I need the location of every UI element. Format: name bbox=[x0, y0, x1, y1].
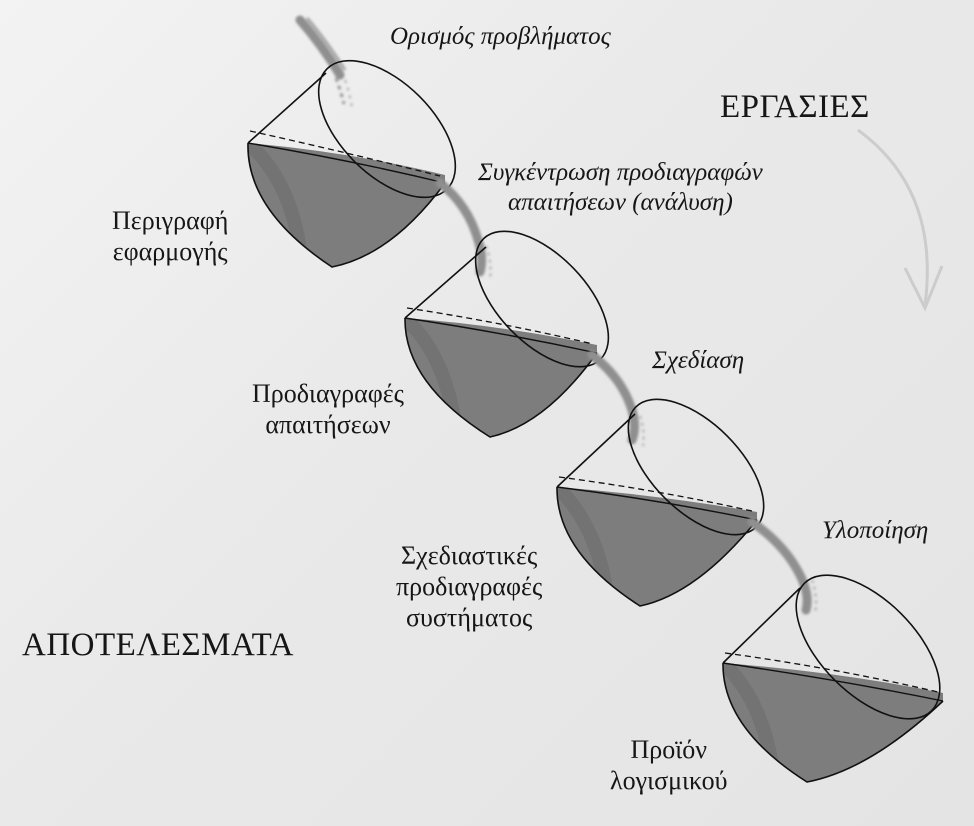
result-label-line: προδιαγραφές bbox=[396, 571, 542, 602]
result-label-line: εφαρμογής bbox=[112, 236, 228, 267]
task-label-line: απαιτήσεων (ανάλυση) bbox=[478, 188, 763, 218]
bucket-1 bbox=[248, 36, 480, 267]
task-label-line: Συγκέντρωση προδιαγραφών bbox=[478, 158, 763, 188]
task-label-design: Σχεδίαση bbox=[652, 346, 744, 376]
task-label-line: Υλοποίηση bbox=[822, 516, 928, 546]
task-label-problem-definition: Ορισμός προβλήματος bbox=[390, 22, 611, 52]
result-label-line: Προδιαγραφές bbox=[252, 378, 404, 409]
result-label-application-description: Περιγραφή εφαρμογής bbox=[112, 205, 228, 267]
result-label-line: συστήματος bbox=[396, 602, 542, 633]
result-label-requirements-specification: Προδιαγραφές απαιτήσεων bbox=[252, 378, 404, 440]
results-heading: ΑΠΟΤΕΛΕΣΜΑΤΑ bbox=[22, 626, 294, 666]
task-label-line: Ορισμός προβλήματος bbox=[390, 22, 611, 52]
stream-3 bbox=[752, 522, 816, 614]
bucket-4 bbox=[723, 550, 965, 782]
background-arrow bbox=[858, 130, 942, 308]
tasks-heading: ΕΡΓΑΣΙΕΣ bbox=[720, 88, 870, 128]
bucket-3-liquid bbox=[557, 487, 757, 606]
task-label-implementation: Υλοποίηση bbox=[822, 516, 928, 546]
task-label-line: Σχεδίαση bbox=[652, 346, 744, 376]
result-label-system-design-specification: Σχεδιαστικές προδιαγραφές συστήματος bbox=[396, 540, 542, 634]
result-label-line: απαιτήσεων bbox=[252, 409, 404, 440]
bucket-2 bbox=[405, 208, 632, 437]
result-label-line: Περιγραφή bbox=[112, 205, 228, 236]
result-label-software-product: Προϊόν λογισμικού bbox=[610, 734, 727, 796]
stream-2 bbox=[592, 355, 644, 446]
result-label-line: Προϊόν bbox=[610, 734, 727, 765]
task-label-requirements-gathering: Συγκέντρωση προδιαγραφών απαιτήσεων (ανά… bbox=[478, 158, 763, 218]
stream-top bbox=[300, 18, 352, 108]
bucket-3 bbox=[557, 376, 787, 606]
result-label-line: Σχεδιαστικές bbox=[396, 540, 542, 571]
result-label-line: λογισμικού bbox=[610, 765, 727, 796]
bucket-2-liquid bbox=[405, 318, 597, 437]
